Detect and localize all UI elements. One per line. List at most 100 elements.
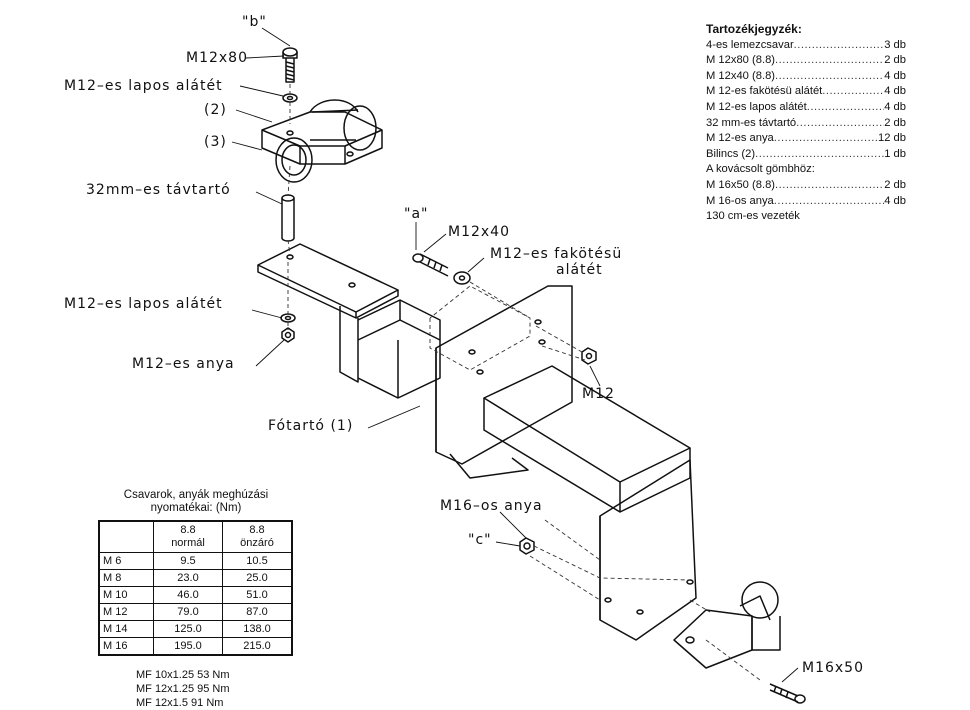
label-lapos-alatet-mid: M12–es lapos alátét [64,296,223,312]
parts-list: Tartozékjegyzék: 4-es lemezcsavar 3 db M 1… [706,22,906,225]
tag-c: "c" [468,532,492,548]
label-m12x80: M12x80 [186,50,248,66]
label-lapos-alatet-top: M12–es lapos alátét [64,78,223,94]
part-qty: 4 db [884,100,906,113]
part-name: M 12-es lapos alátét [706,100,807,113]
part-name: M 12x80 (8.8) [706,54,776,67]
bolt-m12x40 [412,253,471,285]
label-m16-anya: M16–os anya [440,498,543,514]
label-m12: M12 [582,386,615,402]
header-type: normál [171,537,205,549]
part-name: 4-es lemezcsavar [706,38,794,51]
part-qty: 4 db [884,194,906,207]
parts-list-subtitle: A kovácsolt gömbhöz: [706,163,815,176]
torque-selflock-cell: 215.0 [222,637,293,656]
bolt-size-cell: M 12 [98,603,154,621]
dot-leader [796,116,884,132]
label-fakotesu-1: M12–es fakötésü [490,246,623,262]
header-grade: 8.8 [249,524,265,536]
part-name: M 16-os anya [706,194,774,207]
bolt-m16x50 [769,683,806,704]
parts-list-item: M 16x50 (8.8) 2 db [706,178,906,194]
nut-m12-right [581,347,597,365]
parts-list-items: 4-es lemezcsavar3 dbM 12x80 (8.8)2 dbM 1… [706,38,906,163]
dot-leader [774,194,884,210]
torque-normal-cell: 195.0 [153,637,223,656]
nut-m16 [519,537,535,555]
parts-list-item: M 12-es fakötésü alátét4 db [706,84,906,100]
label-m12x40: M12x40 [448,224,510,240]
bolt-m12x80 [282,47,298,83]
bolt-size-cell: M 6 [98,552,154,570]
mf-torque-line: MF 10x1.25 53 Nm [136,669,230,681]
bolt-size-cell: M 10 [98,586,154,604]
dot-leader [794,38,885,54]
clamp [261,99,383,183]
parts-list-items-ball: M 16x50 (8.8) 2 db M 16-os anya 4 db [706,178,906,209]
bolt-size-cell: M 8 [98,569,154,587]
torque-normal-cell: 125.0 [153,620,223,638]
label-fotarto: Fótartó (1) [268,418,354,434]
mf-torque-line: MF 12x1.5 91 Nm [136,697,224,709]
mf-torque-notes: MF 10x1.25 53 Nm MF 12x1.25 95 Nm MF 12x1.… [136,668,230,710]
torque-header-empty [98,520,154,553]
dot-leader [775,178,884,194]
tag-b: "b" [242,14,267,30]
dot-leader [775,69,884,85]
torque-selflock-cell: 87.0 [222,603,293,621]
spacer-32mm [281,194,295,242]
header-grade: 8.8 [180,524,196,536]
bolt-size-cell: M 14 [98,620,154,638]
part-name: M 12x40 (8.8) [706,69,776,82]
label-fakotesu-2: alátét [556,262,603,278]
dot-leader [775,53,884,69]
part-qty: 4 db [884,69,906,82]
parts-list-item: M 12x80 (8.8) 2 db [706,53,906,69]
torque-selflock-cell: 138.0 [222,620,293,638]
torque-selflock-cell: 51.0 [222,586,293,604]
label-clamp-2: (2) [204,102,227,118]
washer-top [282,93,298,103]
part-qty: 2 db [884,54,906,67]
parts-list-item: M 12-es anya12 db [706,131,906,147]
part-qty: 4 db [884,85,906,98]
part-qty: 12 db [878,132,906,145]
mf-torque-line: MF 12x1.25 95 Nm [136,683,230,695]
parts-list-item: M 16-os anya 4 db [706,194,906,210]
torque-selflock-cell: 10.5 [222,552,293,570]
label-clamp-3: (3) [204,134,227,150]
part-name: 32 mm-es távtartó [706,116,797,129]
dot-leader [807,100,884,116]
parts-list-footer: 130 cm-es vezeték [706,210,800,223]
part-name: M 16x50 (8.8) [706,178,776,191]
torque-title-line2: nyomatékai: (Nm) [150,502,242,514]
torque-normal-cell: 79.0 [153,603,223,621]
parts-list-title: Tartozékjegyzék: [706,22,802,36]
torque-normal-cell: 9.5 [153,552,223,570]
part-name: Bilincs (2) [706,147,756,160]
torque-normal-cell: 23.0 [153,569,223,587]
part-qty: 3 db [884,38,906,51]
label-tavtarto: 32mm–es távtartó [86,182,231,198]
parts-list-item: M 12x40 (8.8) 4 db [706,69,906,85]
parts-list-item: Bilincs (2) 1 db [706,147,906,163]
torque-title-line1: Csavarok, anyák meghúzási [123,489,269,501]
parts-list-item: M 12-es lapos alátét 4 db [706,100,906,116]
part-qty: 2 db [884,178,906,191]
bolt-size-cell: M 16 [98,637,154,656]
dot-leader [774,131,878,147]
part-qty: 1 db [884,147,906,160]
torque-normal-cell: 46.0 [153,586,223,604]
part-qty: 2 db [884,116,906,129]
main-bracket [257,243,697,641]
